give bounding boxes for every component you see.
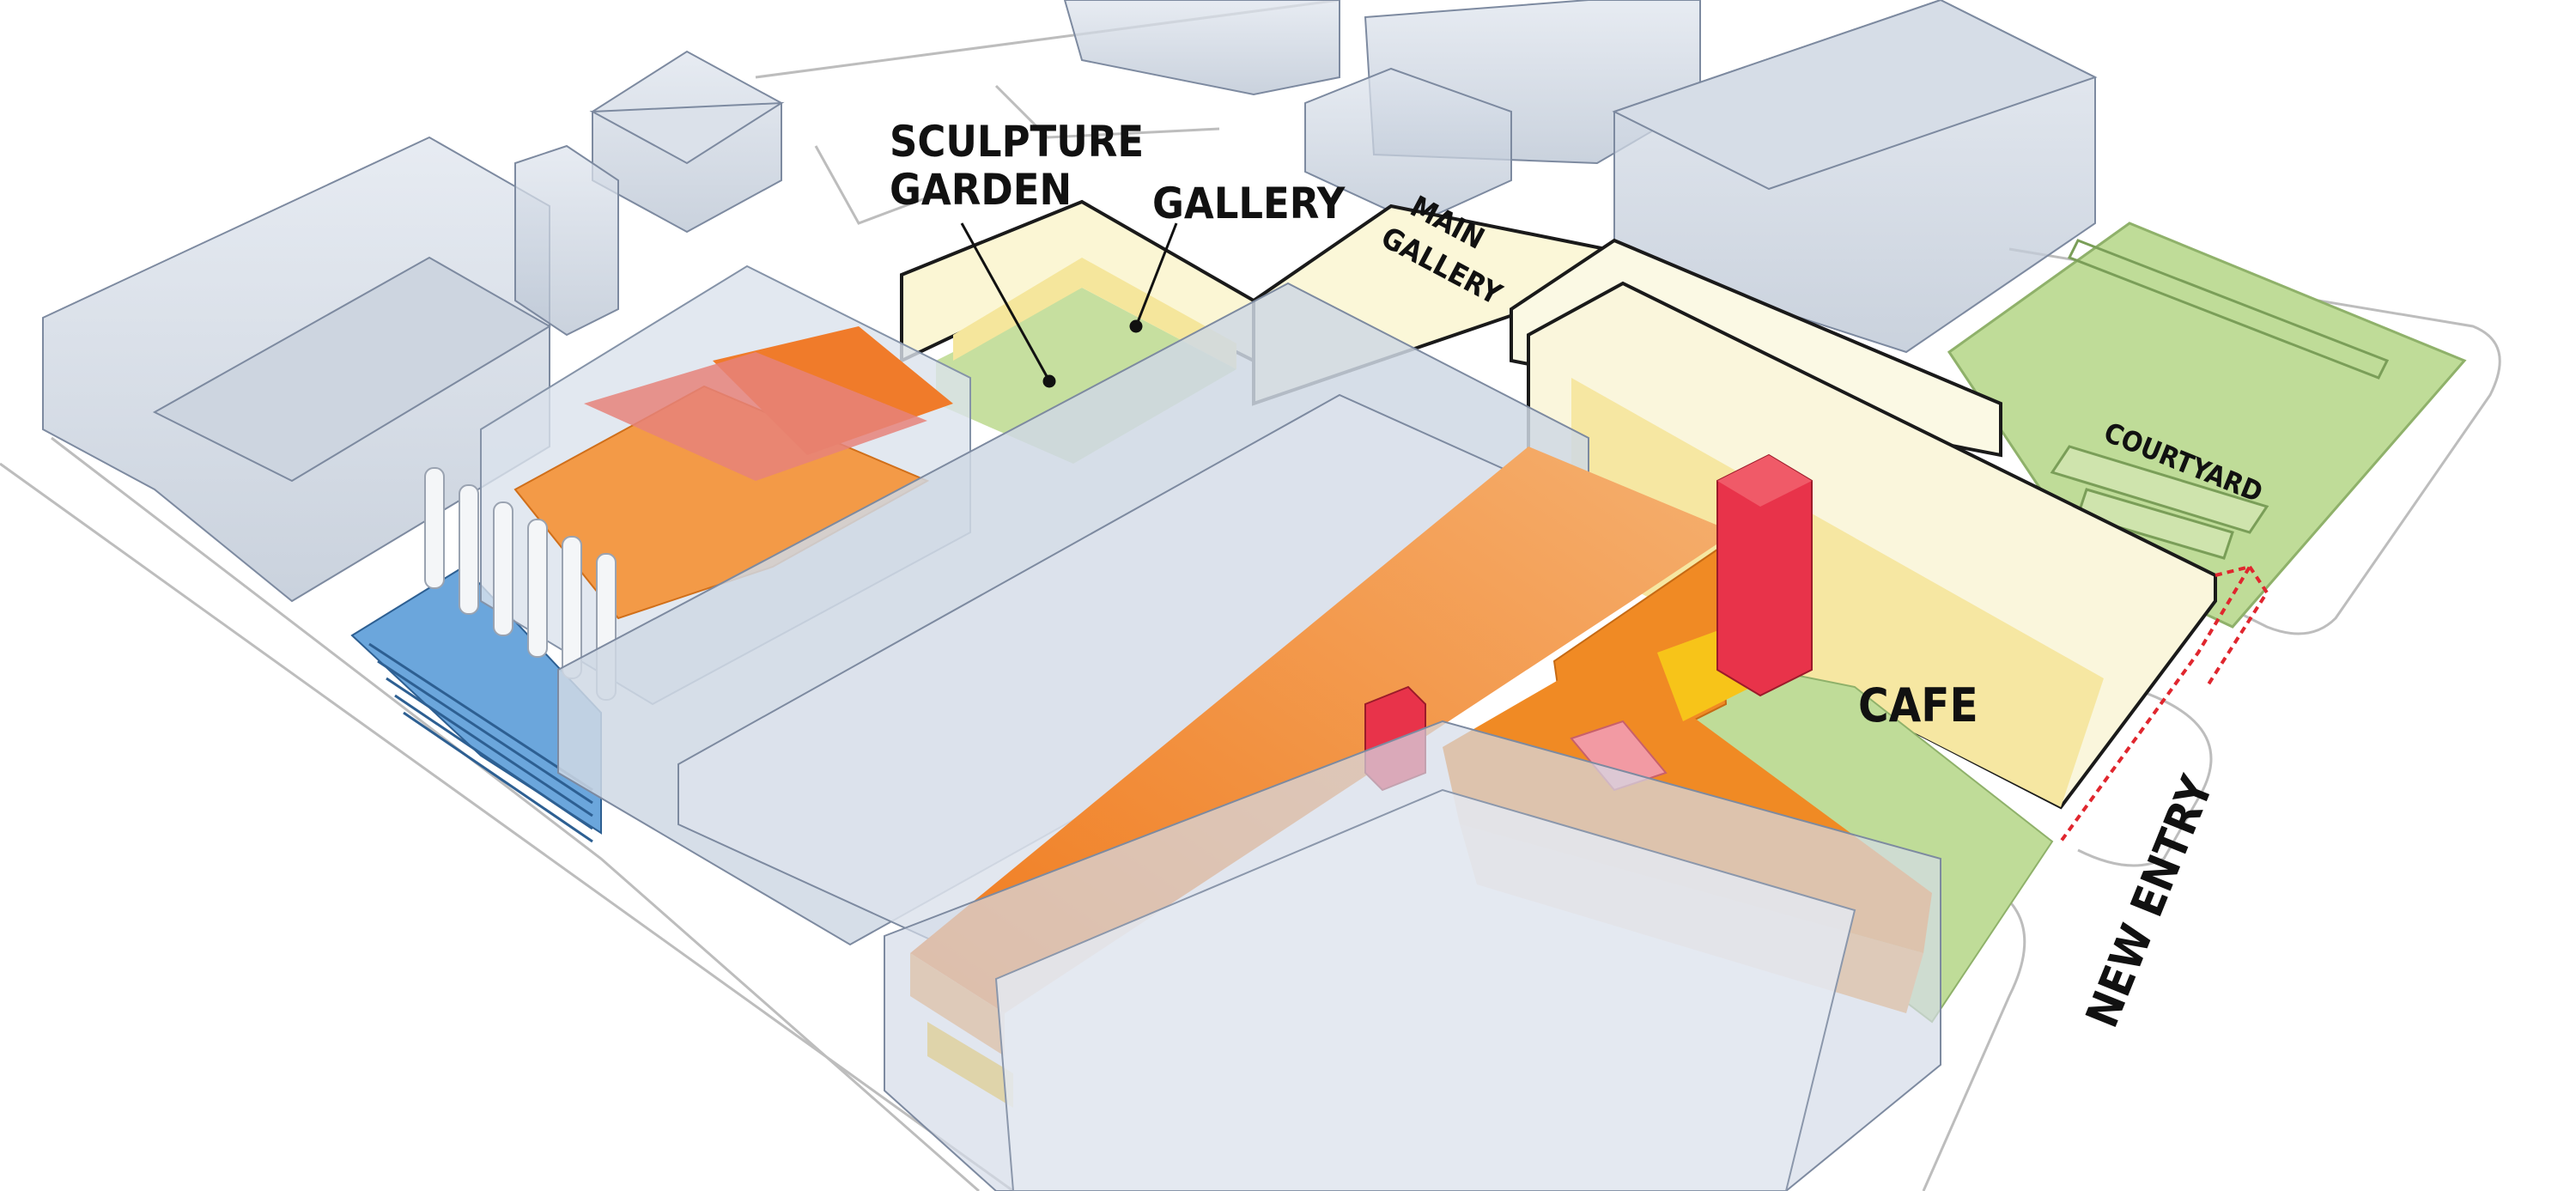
label-cafe: CAFE (1858, 678, 1978, 732)
sculpture-garden-floor (936, 288, 1236, 464)
foreground-glass-box (884, 720, 1941, 1191)
existing-building-top-center (1063, 0, 1340, 96)
new-entry-marker (2059, 563, 2269, 843)
label-new-entry: NEW ENTRY (2076, 769, 2224, 1035)
existing-building-tower (514, 144, 619, 337)
label-gallery: GALLERY (1152, 179, 1346, 228)
entry-steps (350, 565, 602, 843)
label-sculpture-garden-2: GARDEN (890, 165, 1072, 215)
existing-buildings-background (42, 0, 2098, 603)
label-sculpture-garden-1: SCULPTURE (890, 117, 1144, 167)
leader-lines (960, 222, 1178, 388)
sculpture-garden-enclosure (900, 199, 1255, 464)
historic-pink-roof (584, 352, 927, 481)
main-gallery-wing (1252, 204, 2217, 810)
